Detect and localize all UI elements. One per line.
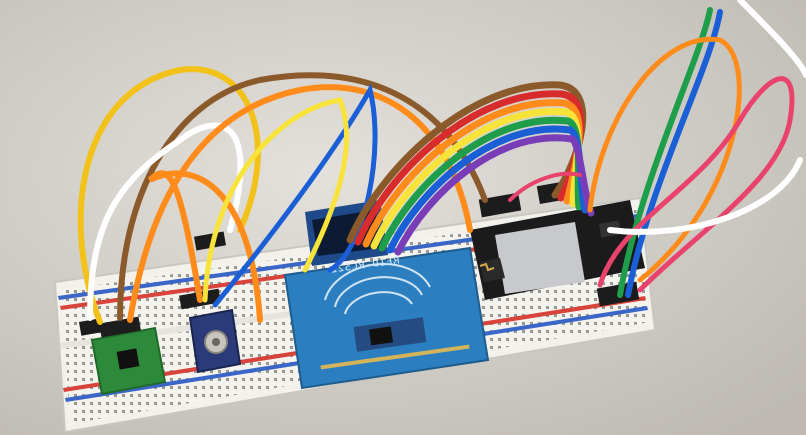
wire-pink-right xyxy=(597,76,795,293)
rc522-chip xyxy=(368,326,393,346)
wire-orange-2 xyxy=(147,170,263,323)
wire-orange-right xyxy=(587,36,742,283)
wire-yellow-left xyxy=(77,66,261,325)
wire-white-right xyxy=(607,157,803,235)
wire-white-top-right xyxy=(737,0,806,78)
wire-white xyxy=(87,122,244,321)
rfid-antenna-coil xyxy=(324,263,431,315)
wire-pink-nodemcu xyxy=(508,171,582,202)
esp-shield xyxy=(495,222,585,294)
rfid-module: RFID-RC522 xyxy=(283,246,490,390)
ribbon-wire-purple xyxy=(394,134,595,256)
temperature-sensor-module xyxy=(179,288,242,374)
jumper-wires xyxy=(77,0,806,325)
green-sensor-module xyxy=(90,316,167,396)
wire-yellow-2 xyxy=(202,97,350,303)
wire-green-right xyxy=(617,7,713,298)
wire-brown xyxy=(117,72,488,321)
antenna-trace xyxy=(479,262,495,272)
